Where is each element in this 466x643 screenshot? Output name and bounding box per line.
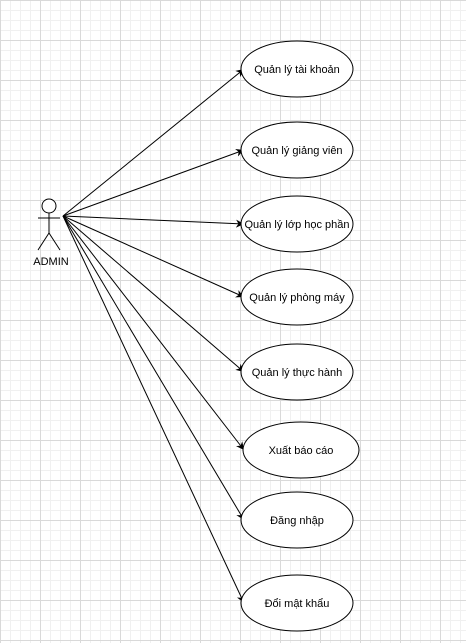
association-line[interactable] bbox=[62, 68, 245, 217]
association-line[interactable] bbox=[62, 215, 245, 298]
actor-leg-left bbox=[37, 232, 50, 251]
association-lines bbox=[62, 68, 245, 604]
use-case-ellipse[interactable] bbox=[240, 343, 354, 401]
use-case-ellipse[interactable] bbox=[240, 121, 354, 179]
use-case-label: Quản lý thực hành bbox=[252, 367, 343, 379]
use-case[interactable]: Quản lý giảng viên bbox=[240, 121, 354, 179]
association-line[interactable] bbox=[62, 148, 245, 217]
use-case[interactable]: Quản lý thực hành bbox=[240, 343, 354, 401]
use-case[interactable]: Quản lý lớp học phần bbox=[240, 195, 354, 253]
association-line[interactable] bbox=[62, 215, 245, 451]
use-case-label: Xuất báo cáo bbox=[269, 445, 334, 457]
actor-leg-right bbox=[48, 232, 61, 251]
use-case-label: Quản lý phòng máy bbox=[249, 292, 345, 304]
use-case-ellipse[interactable] bbox=[240, 491, 354, 549]
actor-head bbox=[41, 198, 57, 214]
use-case[interactable]: Xuất báo cáo bbox=[242, 421, 360, 479]
use-case-label: Đổi mật khẩu bbox=[265, 598, 330, 610]
use-case-ellipse[interactable] bbox=[240, 574, 354, 632]
use-case[interactable]: Đổi mật khẩu bbox=[240, 574, 354, 632]
association-line[interactable] bbox=[62, 215, 245, 521]
use-case-ellipse[interactable] bbox=[240, 268, 354, 326]
use-case-label: Quản lý lớp học phần bbox=[244, 219, 349, 231]
association-line[interactable] bbox=[62, 215, 245, 228]
actor-admin[interactable]: ADMIN bbox=[33, 198, 69, 268]
use-case-ellipse[interactable] bbox=[242, 421, 360, 479]
use-case-label: Quản lý giảng viên bbox=[251, 145, 342, 157]
association-line[interactable] bbox=[62, 215, 245, 373]
use-case-label: Quản lý tài khoản bbox=[254, 64, 340, 76]
use-case[interactable]: Đăng nhập bbox=[240, 491, 354, 549]
association-line[interactable] bbox=[62, 215, 245, 604]
use-cases: Quản lý tài khoản Quản lý giảng viên Quả… bbox=[240, 40, 360, 632]
use-case-label: Đăng nhập bbox=[270, 515, 324, 527]
use-case-ellipse[interactable] bbox=[240, 40, 354, 98]
use-case[interactable]: Quản lý phòng máy bbox=[240, 268, 354, 326]
use-case[interactable]: Quản lý tài khoản bbox=[240, 40, 354, 98]
use-case-ellipse[interactable] bbox=[240, 195, 354, 253]
actor-label: ADMIN bbox=[33, 256, 69, 268]
